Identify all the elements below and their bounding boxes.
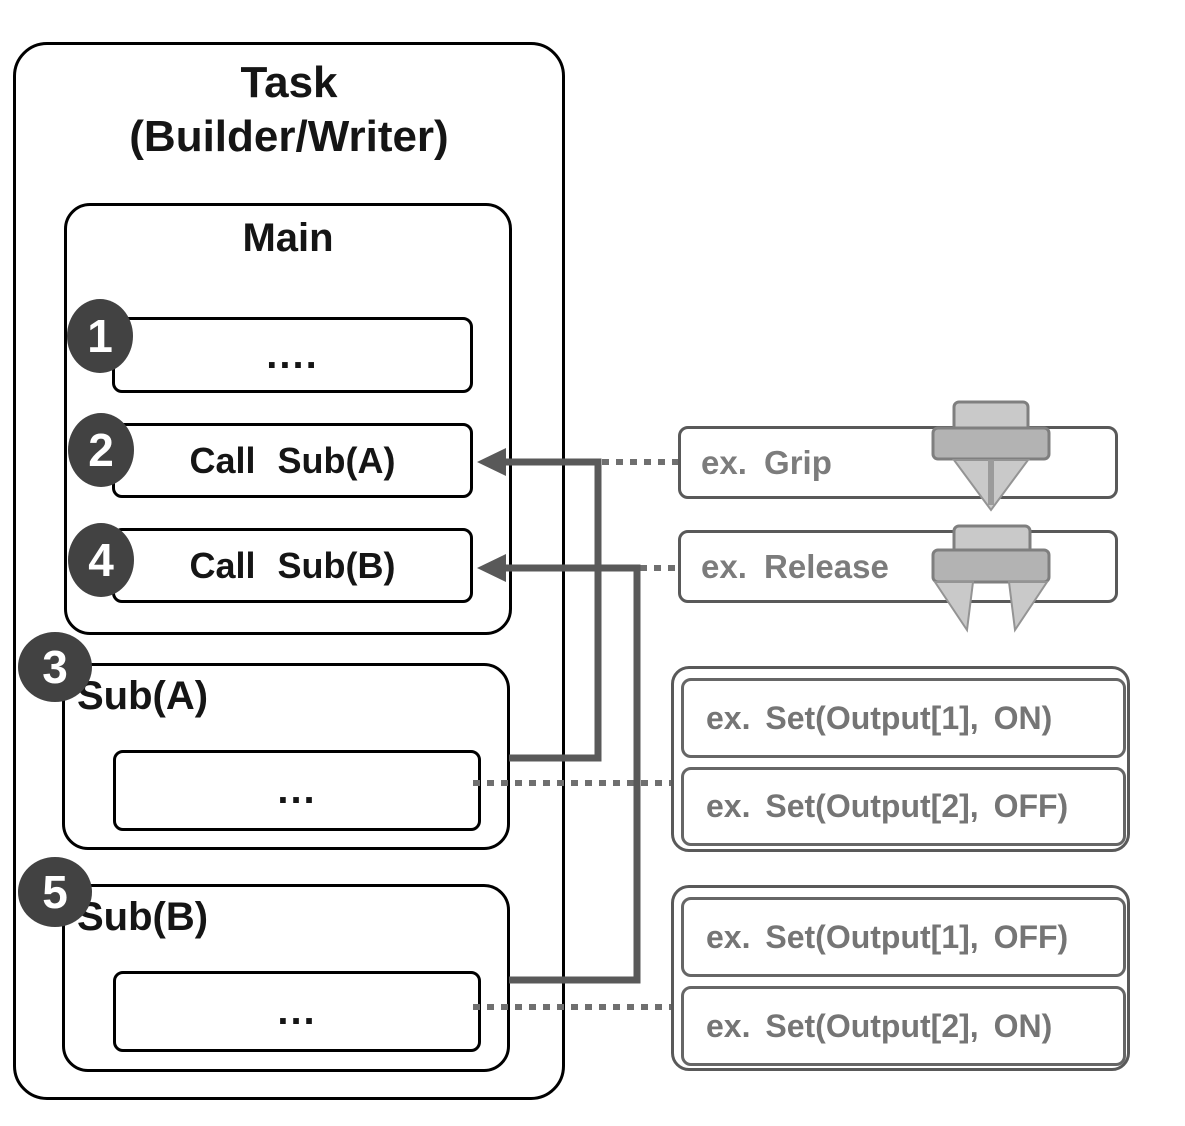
- step-badge-3: 3: [18, 632, 92, 702]
- step-badge-4: 4: [68, 523, 134, 597]
- sub-a-body-box: ...: [113, 750, 481, 831]
- task-title: Task (Builder/Writer): [13, 56, 565, 164]
- set-output-2-on-box: ex. Set(Output[2], ON): [681, 986, 1126, 1066]
- set-group-b-box: ex. Set(Output[1], OFF) ex. Set(Output[2…: [671, 885, 1130, 1071]
- sub-b-container-box: Sub(B) ...: [62, 884, 510, 1072]
- example-grip-label: ex. Grip: [701, 443, 832, 481]
- set-group-a-box: ex. Set(Output[1], ON) ex. Set(Output[2]…: [671, 666, 1130, 852]
- set-output-1-on-label: ex. Set(Output[1], ON): [706, 699, 1053, 736]
- gripper-open-icon: [931, 524, 1051, 633]
- task-title-line1: Task: [240, 58, 338, 107]
- set-output-2-off-box: ex. Set(Output[2], OFF): [681, 767, 1126, 846]
- sub-a-title: Sub(A): [77, 674, 209, 718]
- gripper-closed-icon: [931, 400, 1051, 512]
- sub-b-title: Sub(B): [77, 895, 209, 939]
- example-release-box: ex. Release: [678, 530, 1118, 603]
- set-output-1-on-box: ex. Set(Output[1], ON): [681, 678, 1126, 758]
- set-output-1-off-box: ex. Set(Output[1], OFF): [681, 897, 1126, 977]
- main-step-placeholder-box: ....: [112, 317, 473, 393]
- main-step-call-sub-b-box: Call Sub(B): [112, 528, 473, 603]
- main-step-call-sub-a-box: Call Sub(A): [112, 423, 473, 498]
- set-output-2-on-label: ex. Set(Output[2], ON): [706, 1007, 1053, 1044]
- main-title: Main: [242, 216, 334, 260]
- call-sub-b-label: Call Sub(B): [189, 544, 396, 586]
- task-title-line2: (Builder/Writer): [129, 112, 449, 161]
- set-output-1-off-label: ex. Set(Output[1], OFF): [706, 918, 1069, 955]
- step-badge-2: 2: [68, 413, 134, 487]
- step-badge-1: 1: [67, 299, 133, 373]
- step-badge-5: 5: [18, 857, 92, 927]
- example-grip-box: ex. Grip: [678, 426, 1118, 499]
- main-step-placeholder-label: ....: [266, 332, 319, 377]
- example-release-label: ex. Release: [701, 547, 889, 585]
- sub-b-body-box: ...: [113, 971, 481, 1052]
- call-sub-a-label: Call Sub(A): [189, 439, 396, 481]
- sub-a-container-box: Sub(A) ...: [62, 663, 510, 850]
- set-output-2-off-label: ex. Set(Output[2], OFF): [706, 788, 1069, 824]
